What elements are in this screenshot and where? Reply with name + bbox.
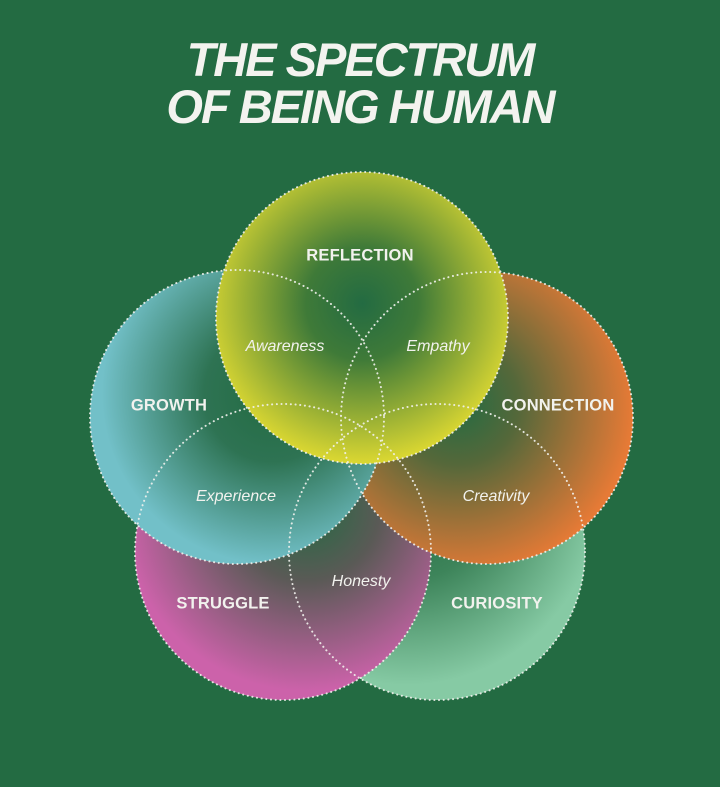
title-line-2: OF BEING HUMAN: [166, 80, 555, 133]
label-creativity: Creativity: [462, 488, 530, 505]
dotted-outlines: [89, 171, 634, 701]
label-honesty: Honesty: [331, 573, 391, 590]
label-awareness: Awareness: [245, 338, 325, 355]
circle-reflection: [216, 172, 508, 464]
label-curiosity: CURIOSITY: [451, 594, 543, 613]
label-experience: Experience: [195, 488, 277, 505]
label-growth: GROWTH: [130, 396, 208, 415]
label-struggle: STRUGGLE: [176, 594, 270, 613]
label-connection: CONNECTION: [501, 396, 615, 415]
label-empathy: Empathy: [406, 338, 470, 355]
title-line-1: THE SPECTRUM: [186, 33, 536, 86]
label-reflection: REFLECTION: [306, 246, 414, 265]
page-title: THE SPECTRUM OF BEING HUMAN: [0, 36, 720, 130]
